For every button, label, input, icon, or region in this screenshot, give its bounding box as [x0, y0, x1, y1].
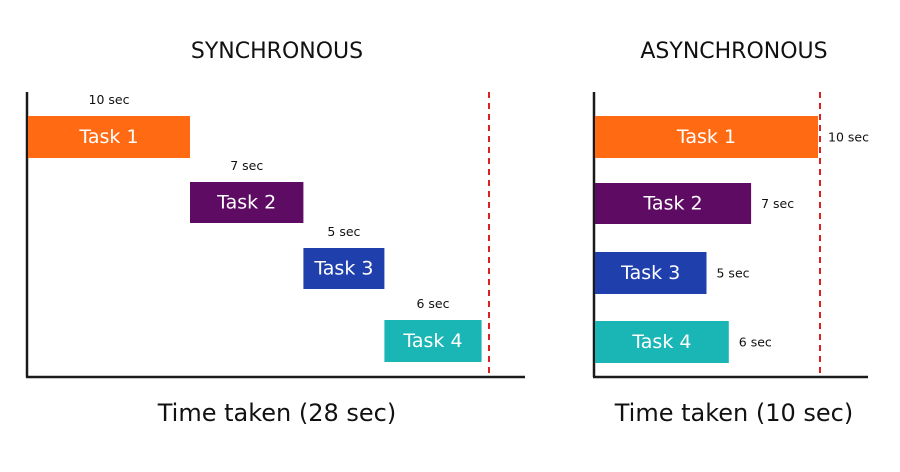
task-2-duration-label: 7 sec	[761, 196, 794, 211]
task-2-label: Task 2	[216, 192, 276, 214]
task-1-label: Task 1	[78, 126, 138, 148]
task-3-duration-label: 5 sec	[327, 224, 360, 239]
task-4-label: Task 4	[402, 330, 462, 352]
synchronous-title: SYNCHRONOUS	[191, 39, 363, 64]
task-2-bar	[595, 183, 752, 224]
task-1-duration-label: 10 sec	[89, 92, 130, 107]
task-3-duration-label: 5 sec	[717, 266, 750, 281]
asynchronous-axes	[592, 92, 868, 379]
asynchronous-duration-labels: 10 sec 7 sec 5 sec 6 sec	[717, 130, 870, 350]
task-2-label: Task 2	[642, 193, 702, 215]
asynchronous-bars: Task 1 Task 2 Task 3 Task 4	[595, 116, 818, 363]
task-1-label: Task 1	[676, 126, 736, 148]
asynchronous-title: ASYNCHRONOUS	[640, 39, 827, 64]
task-4-duration-label: 6 sec	[739, 335, 772, 350]
task-4-bar	[384, 320, 482, 362]
task-3-label: Task 3	[313, 258, 373, 280]
task-1-bar	[595, 116, 818, 158]
task-4-duration-label: 6 sec	[416, 296, 449, 311]
asynchronous-time-taken: Time taken (10 sec)	[614, 399, 854, 427]
synchronous-axes	[25, 92, 525, 379]
synchronous-time-taken: Time taken (28 sec)	[157, 399, 397, 427]
task-3-bar	[595, 252, 707, 294]
task-2-duration-label: 7 sec	[230, 158, 263, 173]
task-2-bar	[190, 182, 304, 223]
synchronous-panel: SYNCHRONOUS Task 1 Task 2 Task 3 Task 4 10 …	[25, 39, 525, 427]
synchronous-bars: Task 1 Task 2 Task 3 Task 4	[28, 116, 482, 362]
synchronous-duration-labels: 10 sec 7 sec 5 sec 6 sec	[89, 92, 450, 311]
asynchronous-panel: ASYNCHRONOUS Task 1 Task 2 Task 3 Task 4 10…	[592, 39, 870, 427]
task-3-label: Task 3	[620, 262, 680, 284]
task-1-bar	[28, 116, 190, 158]
task-4-label: Task 4	[631, 331, 691, 353]
task-4-bar	[595, 321, 729, 363]
task-1-duration-label: 10 sec	[828, 130, 869, 145]
task-3-bar	[303, 248, 385, 289]
